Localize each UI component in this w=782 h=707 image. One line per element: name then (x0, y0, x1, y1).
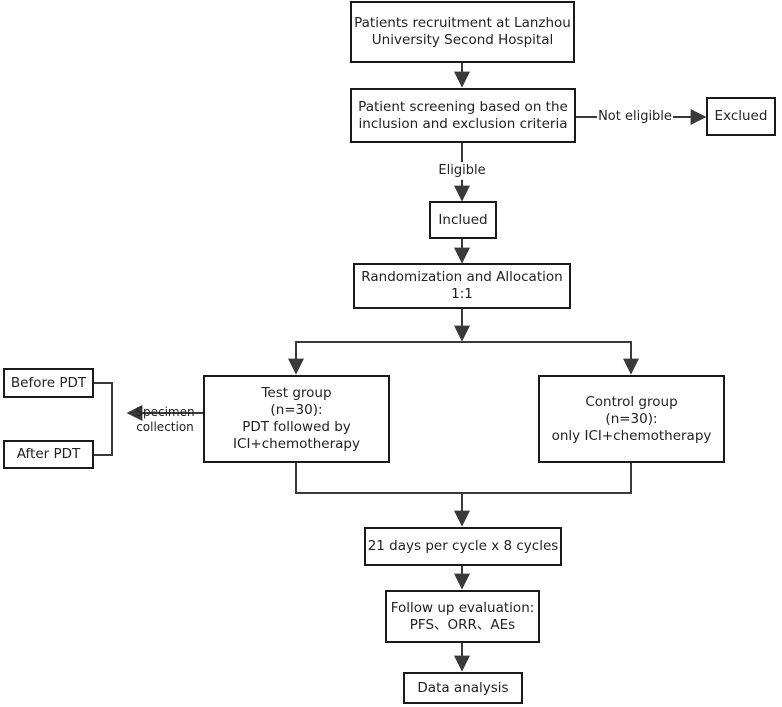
bracket-specimen (93, 382, 113, 456)
control-group-line-1: Control group (585, 393, 678, 410)
test-group-box: Test group (n=30): PDT followed by ICI+c… (203, 375, 390, 463)
recruitment-line-1: Patients recruitment at Lanzhou (354, 15, 571, 31)
followup-line-1: Follow up evaluation: (390, 599, 535, 616)
recruitment-box: Patients recruitment at Lanzhou Universi… (350, 1, 575, 63)
specimen-collection-label: Specimen collection (128, 405, 202, 435)
control-group-box: Control group (n=30): only ICI+chemother… (538, 375, 725, 463)
included-text: Inclued (438, 211, 488, 228)
cycles-box: 21 days per cycle x 8 cycles (364, 527, 562, 566)
analysis-box: Data analysis (403, 672, 523, 704)
before-pdt-text: Before PDT (10, 374, 87, 391)
followup-box: Follow up evaluation: PFS、ORR、AEs (385, 590, 540, 643)
control-group-line-2: (n=30): (605, 410, 658, 427)
line-control-group-merge (462, 462, 632, 494)
excluded-text: Exclued (714, 108, 768, 124)
control-group-line-3: only ICI+chemotherapy (551, 427, 712, 444)
included-box: Inclued (429, 201, 497, 239)
screening-line-1: Patient screening based on the (358, 98, 568, 115)
test-group-line-2: (n=30): (270, 402, 323, 418)
screening-line-2: inclusion and exclusion criteria (358, 115, 568, 132)
specimen-line-2: collection (136, 420, 194, 434)
recruitment-line-2: University Second Hospital (371, 32, 554, 48)
specimen-line-1: Specimen (135, 405, 195, 419)
test-group-line-4: ICI+chemotherapy (233, 436, 360, 452)
cycles-text: 21 days per cycle x 8 cycles (367, 538, 559, 554)
analysis-text: Data analysis (417, 679, 509, 696)
line-test-group-merge (295, 462, 462, 494)
before-pdt-box: Before PDT (3, 368, 94, 398)
followup-line-2: PFS、ORR、AEs (409, 616, 516, 633)
test-group-line-1: Test group (261, 385, 332, 401)
after-pdt-box: After PDT (3, 440, 94, 469)
eligible-label: Eligible (430, 163, 494, 179)
not-eligible-label: Not eligible (597, 109, 673, 125)
randomization-line-2: 1:1 (451, 286, 473, 302)
randomization-box: Randomization and Allocation 1:1 (353, 263, 571, 309)
test-group-line-3: PDT followed by (242, 419, 351, 435)
screening-box: Patient screening based on the inclusion… (350, 88, 576, 143)
excluded-box: Exclued (706, 97, 776, 136)
randomization-line-1: Randomization and Allocation (361, 269, 563, 285)
after-pdt-text: After PDT (16, 446, 81, 462)
line-split-to-control-group (462, 341, 639, 375)
line-split-to-test-group (288, 341, 462, 375)
